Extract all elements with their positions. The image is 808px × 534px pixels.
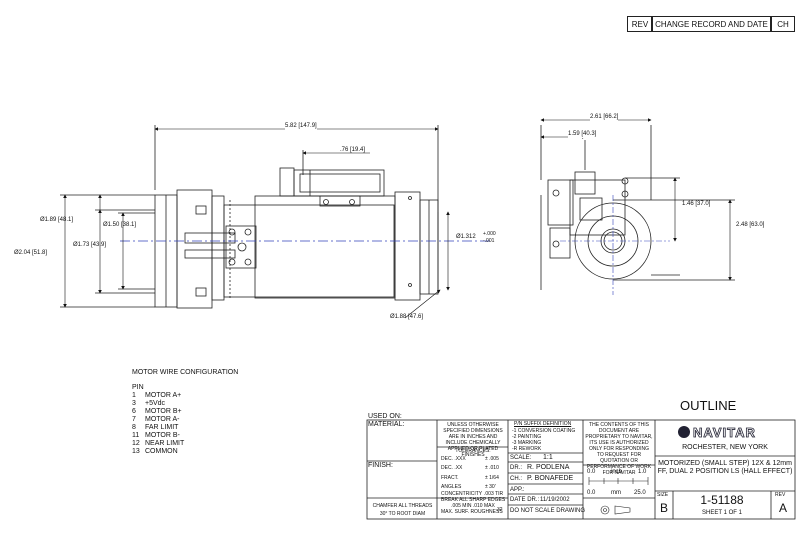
- dim-dia-1312: Ø1.312: [456, 234, 476, 240]
- pn-suffix-item: -1 CONVERSION COATING: [512, 428, 576, 434]
- scale-inch-start: 0.0: [587, 469, 596, 475]
- app-label: APP.:: [510, 487, 525, 493]
- fract-value: ± 1/64: [485, 475, 499, 481]
- angles-value: ± 30': [485, 484, 496, 490]
- date-label: DATE DR.:: [510, 497, 540, 503]
- material-label: MATERIAL:: [368, 421, 405, 428]
- dim-width-261: 2.61 [66.2]: [590, 114, 619, 121]
- change-label: CHANGE RECORD AND DATE: [655, 20, 768, 29]
- dim-offset-76: .76 [19.4]: [340, 147, 366, 153]
- dec-xxx-value: ± .005: [485, 456, 499, 462]
- pn-suffix-item: -2 PAINTING: [512, 434, 542, 440]
- concentricity-value: .003 TIR: [484, 491, 504, 497]
- navitar-logo-text: NAVITAR: [693, 424, 756, 440]
- concentricity-label: CONCENTRICITY: [441, 491, 483, 497]
- pn-suffix-list: -1 CONVERSION COATING -2 PAINTING -3 MAR…: [512, 428, 575, 452]
- dec-xxx-label: DEC. .XXX: [441, 456, 466, 462]
- dim-dia-150: Ø1.50 [38.1]: [103, 222, 137, 228]
- scale-mm-start: 0.0: [587, 490, 596, 496]
- dim-width-159: 1.59 [40.3]: [568, 131, 597, 138]
- navitar-logo-icon: [678, 426, 690, 438]
- dr-value: R. PODLENA: [527, 464, 570, 471]
- angles-label: ANGLES: [441, 484, 462, 490]
- ch-value: P. BONAFEDE: [527, 475, 574, 482]
- size-label: SIZE: [657, 492, 669, 498]
- do-not-scale-note: DO NOT SCALE DRAWING: [510, 508, 586, 514]
- tolerances-label: TOLERANCES:: [455, 448, 491, 454]
- rev-label-tb: REV: [775, 492, 786, 498]
- dim-tol-plus: +.000: [483, 231, 496, 237]
- finish-label: FINISH:: [368, 462, 393, 469]
- scale-inch-unit: inch: [611, 469, 623, 475]
- scale-inch-end: 1.0: [638, 469, 647, 475]
- chamfer-value: 30° TO ROOT DIAM: [379, 511, 426, 517]
- motor-wire-title: MOTOR WIRE CONFIGURATION: [132, 369, 239, 376]
- side-view: [60, 125, 439, 309]
- scale-bars: [588, 477, 649, 515]
- dim-overall-length: 5.82 [147.9]: [285, 123, 317, 130]
- scale-value: 1:1: [543, 454, 553, 461]
- dim-tol-minus: -.001: [483, 238, 495, 244]
- used-on-label: USED ON:: [368, 413, 402, 420]
- dim-dia-189: Ø1.89 [48.1]: [40, 217, 74, 223]
- date-value: 11/19/2002: [540, 497, 570, 503]
- rev-value: A: [778, 501, 787, 515]
- navitar-logo: NAVITAR: [678, 424, 774, 440]
- break-edges-label: BREAK ALL SHARP EDGES: [441, 497, 506, 503]
- sheet-number: SHEET 1 OF 1: [702, 510, 742, 516]
- ch-label: CH: [777, 20, 789, 29]
- break-edges-value: .005 MIN .010 MAX: [451, 503, 495, 509]
- dim-dia-204: Ø2.04 [51.8]: [14, 250, 48, 256]
- dim-height-146: 1.46 [37.0]: [682, 201, 711, 207]
- pn-suffix-title: P/N SUFFIX DEFINITION: [514, 421, 572, 427]
- ch-header: [771, 16, 795, 32]
- scale-mm-unit: mm: [611, 490, 621, 496]
- dim-dia-173: Ø1.73 [43.9]: [73, 242, 107, 248]
- dec-xx-label: DEC. .XX: [441, 465, 463, 471]
- chamfer-label: CHAMFER ALL THREADS: [372, 503, 433, 509]
- drawing-description: MOTORIZED (SMALL STEP) 12X & 12mm FF, DU…: [657, 460, 793, 475]
- pn-suffix-item: -3 MARKING: [512, 440, 542, 446]
- scale-mm-end: 25.0: [634, 490, 646, 496]
- company-location: ROCHESTER, NEW YORK: [682, 444, 768, 451]
- unless-otherwise-note: UNLESS OTHERWISE SPECIFIED DIMENSIONS AR…: [443, 422, 503, 458]
- pin-header: PIN: [132, 384, 144, 391]
- max-surf-value: 32: [497, 507, 503, 513]
- pn-suffix-item: -R REWORK: [512, 446, 542, 452]
- max-surf-label: MAX. SURF. ROUGHNESS: [441, 509, 503, 515]
- rev-label: REV: [631, 20, 649, 29]
- dim-dia-188: Ø1.88 [47.6]: [390, 314, 424, 320]
- dr-label: DR.:: [510, 465, 522, 471]
- size-value: B: [659, 501, 668, 515]
- title-block-grid: [366, 419, 796, 520]
- change-header: [652, 16, 771, 32]
- scale-label: SCALE:: [510, 455, 532, 461]
- pin-row: 3+5Vdc: [132, 400, 166, 407]
- rev-header: [627, 16, 652, 32]
- dim-height-248: 2.48 [63.0]: [736, 222, 765, 228]
- outline-title: OUTLINE: [680, 398, 737, 413]
- dec-xx-value: ± .010: [485, 465, 499, 471]
- part-number: 1-51188: [700, 493, 744, 507]
- fract-label: FRACT.: [441, 475, 459, 481]
- proprietary-note: THE CONTENTS OF THIS DOCUMENT ARE PROPRI…: [585, 422, 653, 476]
- ch-label: CH.:: [510, 476, 522, 482]
